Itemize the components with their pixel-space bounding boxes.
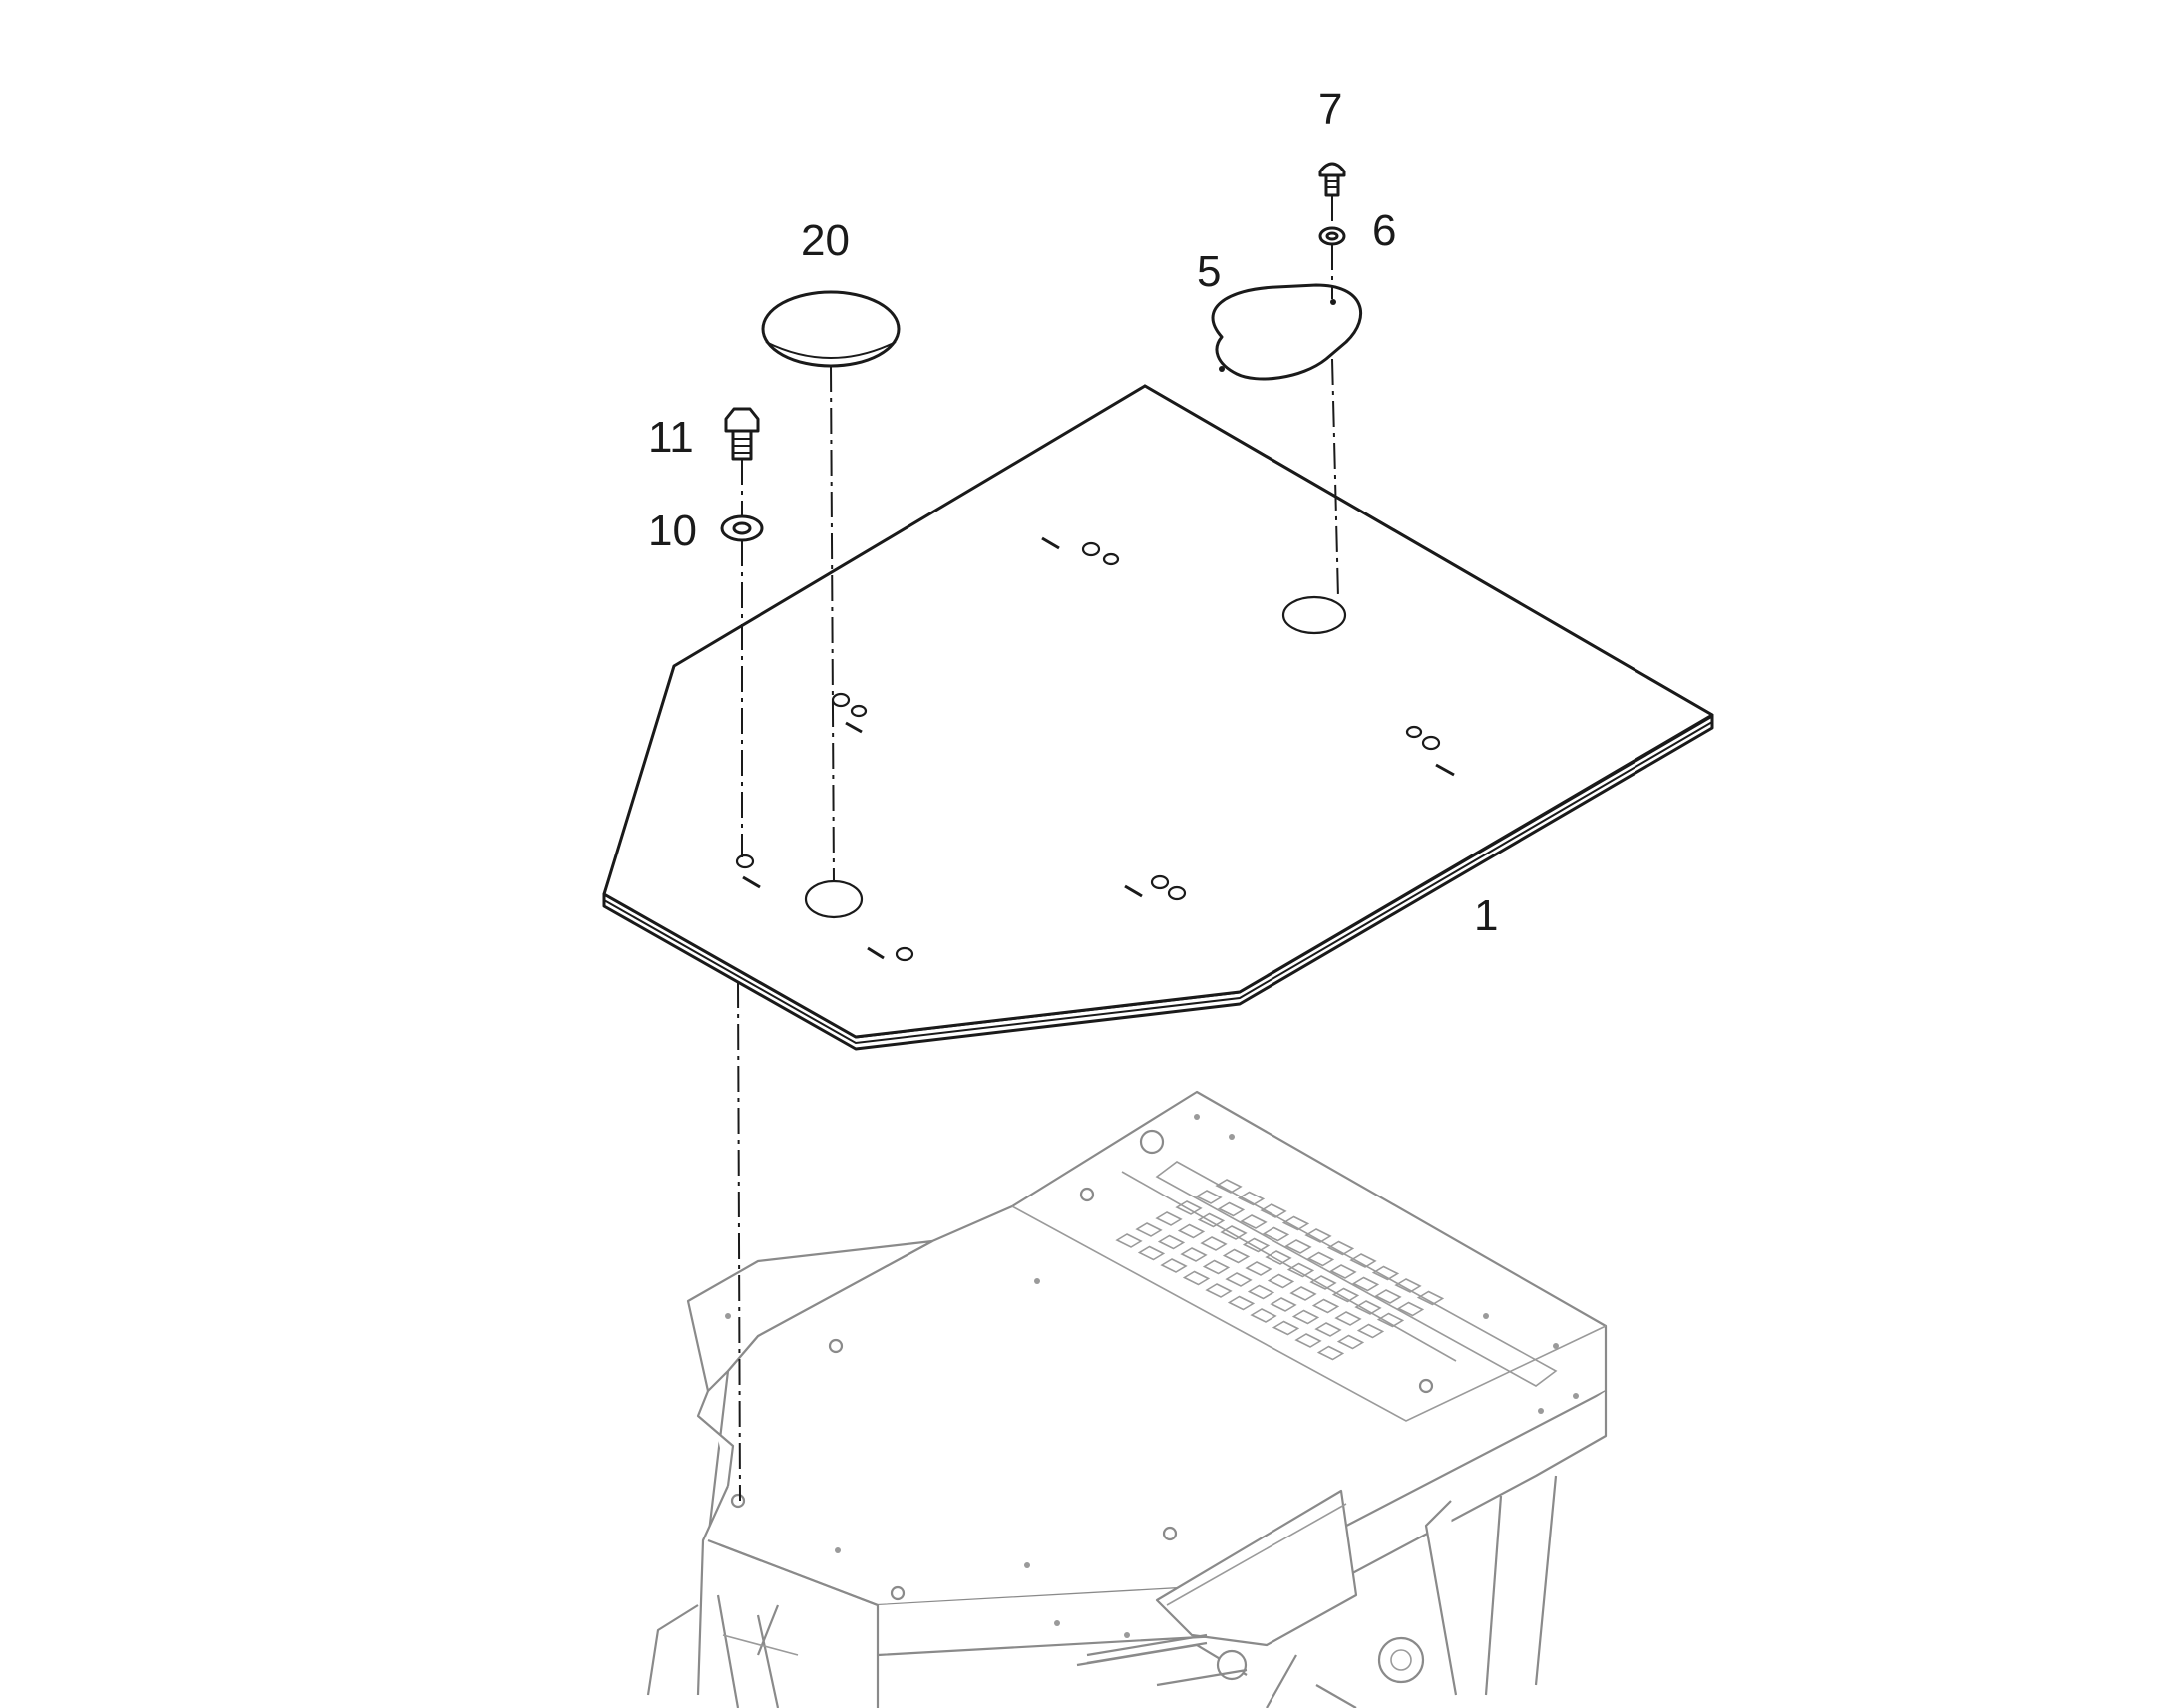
vent-cell [1314, 1322, 1342, 1337]
vent-cell [1371, 1265, 1400, 1281]
vent-cell [1354, 1300, 1382, 1315]
vent-cell [1227, 1295, 1256, 1311]
callout-10: 10 [648, 507, 697, 555]
vent-cell [1205, 1283, 1233, 1298]
vent-cell [1356, 1323, 1385, 1339]
vent-cell [1336, 1334, 1365, 1350]
callout-20: 20 [801, 216, 850, 265]
vent-cell [1289, 1286, 1317, 1301]
round-plug [761, 290, 901, 368]
vent-cell [1260, 1203, 1287, 1218]
vent-cell [1267, 1273, 1295, 1289]
vent-cell [1416, 1290, 1445, 1306]
callout-7: 7 [1318, 85, 1342, 134]
vent-cell [1394, 1278, 1422, 1293]
bolt-11 [724, 407, 760, 461]
callout-11: 11 [648, 413, 694, 462]
vent-cell [1135, 1222, 1163, 1237]
machine-frame [646, 1090, 1608, 1708]
vent-cell [1155, 1211, 1183, 1226]
callout-5: 5 [1197, 247, 1221, 296]
vent-cell [1220, 1225, 1248, 1240]
machine-top-deck [706, 1090, 1608, 1607]
vent-cell [1217, 1201, 1246, 1217]
assembly-centerlines [737, 195, 1339, 1502]
vent-cell [1306, 1251, 1335, 1267]
vent-cell [1270, 1297, 1297, 1312]
vent-cell [1334, 1311, 1362, 1326]
vent-cell [1177, 1223, 1206, 1239]
callout-6: 6 [1372, 206, 1396, 255]
vent-cell [1304, 1228, 1332, 1243]
vent-cell [1396, 1301, 1425, 1317]
vent-cell [1316, 1345, 1345, 1361]
vent-cell [1115, 1233, 1143, 1248]
vent-cell [1281, 1215, 1310, 1231]
vent-cell [1195, 1190, 1223, 1204]
vent-cell [1200, 1236, 1228, 1251]
vent-cell [1376, 1312, 1405, 1328]
vent-cell [1237, 1191, 1266, 1206]
callout-labels: 1 5 6 7 10 11 20 [648, 85, 1498, 940]
vent-grid [1155, 1161, 1558, 1387]
vent-cell [1329, 1264, 1357, 1279]
vent-cell [1351, 1276, 1380, 1292]
plate-hole-20 [804, 879, 864, 919]
washer-10 [720, 514, 764, 542]
vent-cell [1222, 1248, 1251, 1264]
vent-cell [1175, 1200, 1203, 1215]
vent-cell [1245, 1261, 1272, 1276]
vent-cell [1291, 1309, 1320, 1325]
vent-cell [1294, 1333, 1322, 1348]
vent-cell [1202, 1259, 1231, 1275]
vent-cell [1331, 1287, 1360, 1303]
plate-hole-5 [1281, 595, 1347, 635]
vent-cell [1180, 1247, 1208, 1262]
vent-cell [1349, 1253, 1377, 1268]
vent-cell [1160, 1258, 1188, 1273]
vent-cell [1182, 1270, 1211, 1286]
vent-cell [1157, 1234, 1186, 1250]
vent-cell [1247, 1284, 1275, 1300]
callout-1: 1 [1474, 891, 1498, 940]
oval-cover [1211, 283, 1363, 381]
vent-cell [1262, 1226, 1290, 1242]
vent-cell [1265, 1250, 1292, 1265]
vent-cell [1250, 1308, 1277, 1323]
vent-cell [1326, 1240, 1355, 1256]
floor-plate-top [602, 384, 1714, 1039]
vent-cell [1225, 1272, 1253, 1287]
vent-cell [1215, 1179, 1243, 1194]
washer-6 [1318, 226, 1346, 246]
vent-cell [1311, 1298, 1340, 1314]
vent-cell [1284, 1239, 1312, 1254]
vent-cell [1197, 1212, 1226, 1228]
screw-7 [1318, 162, 1346, 197]
vent-cell [1286, 1262, 1315, 1278]
vent-cell [1272, 1320, 1300, 1336]
vent-cell [1240, 1214, 1268, 1229]
vent-cell [1309, 1275, 1337, 1290]
vent-cell [1137, 1245, 1166, 1261]
vent-cell [1374, 1289, 1402, 1304]
vent-cell [1242, 1237, 1271, 1253]
floor-plate [602, 384, 1714, 1051]
